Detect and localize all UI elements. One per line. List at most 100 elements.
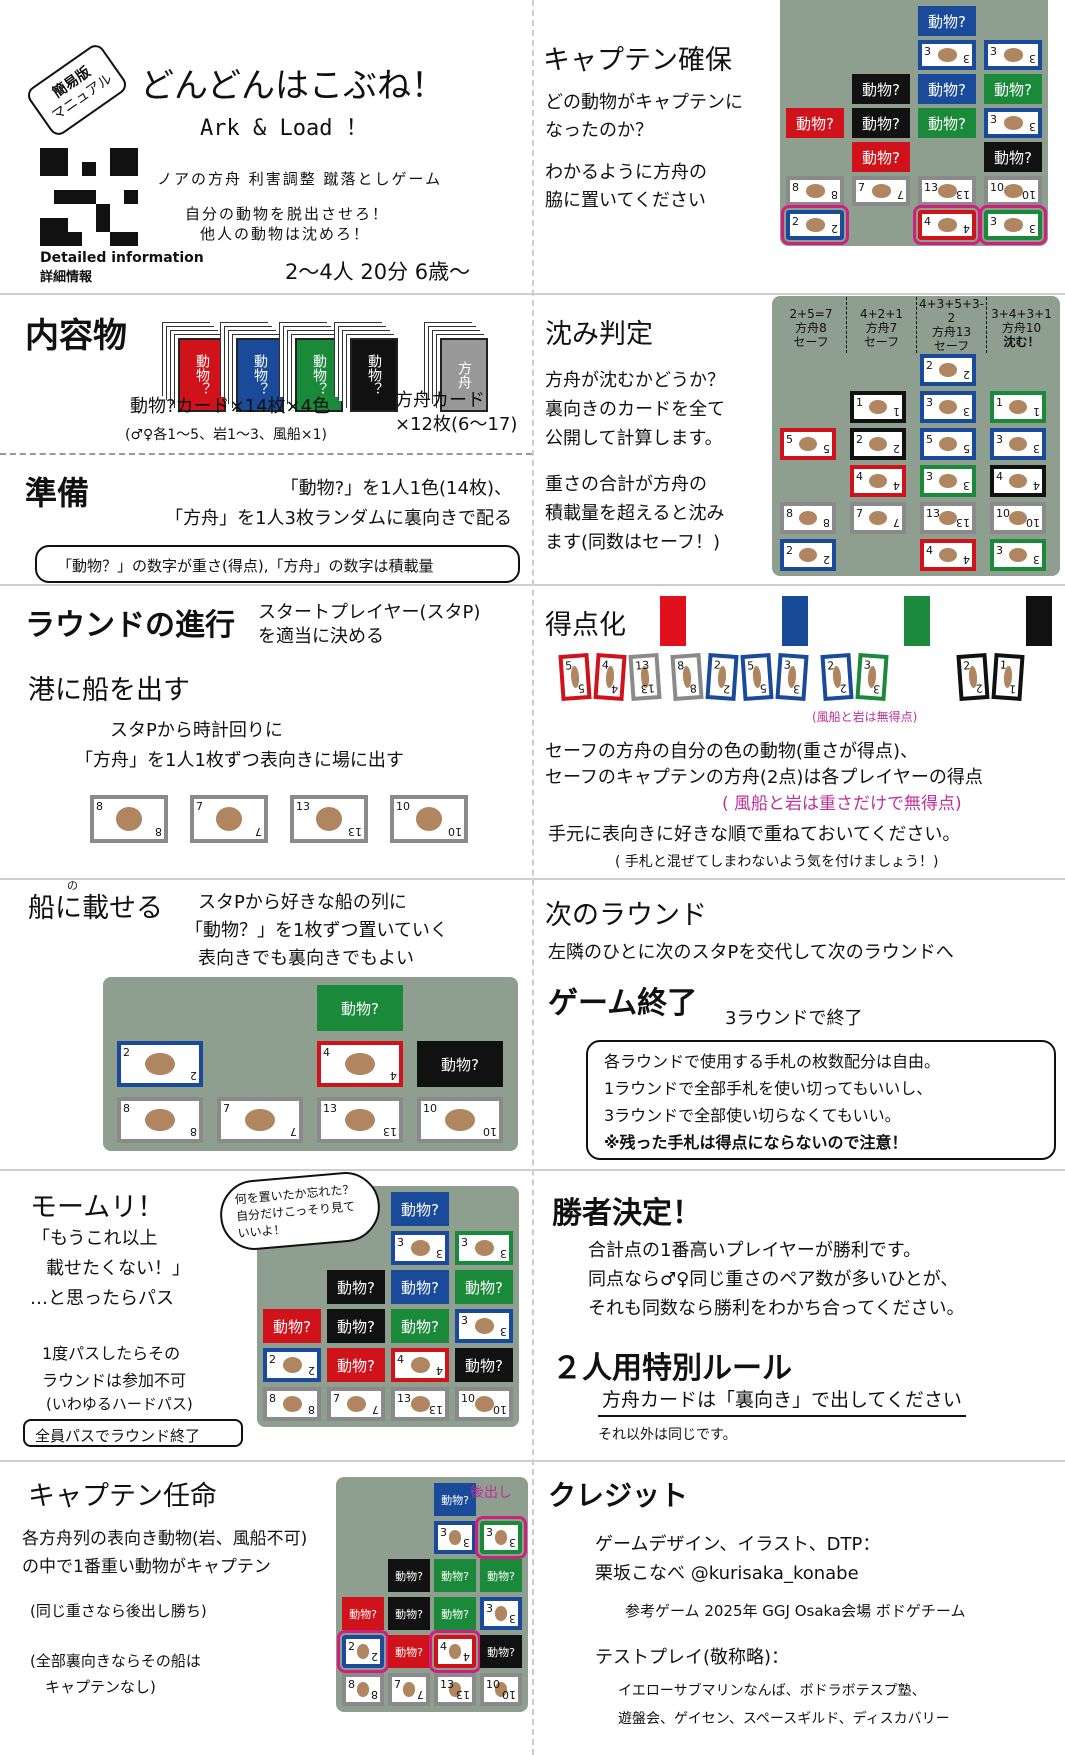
player-pawn <box>1026 596 1052 646</box>
card-number: 10 <box>423 1102 437 1115</box>
card-number: 3 <box>1029 222 1036 235</box>
empty-slot <box>786 74 844 104</box>
card-number: 10 <box>461 1392 475 1405</box>
ark-card: 10 10 <box>417 1097 503 1143</box>
appoint-note: (同じ重さなら後出し勝ち) <box>30 1602 207 1620</box>
animal-illustration <box>474 1396 494 1412</box>
face-down-animal-card: 動物? <box>918 6 976 36</box>
card-number: 8 <box>676 659 685 673</box>
animal-illustration <box>410 1396 430 1412</box>
face-down-animal-card: 動物? <box>327 1348 385 1382</box>
card-number: 3 <box>500 1325 507 1338</box>
card-number: 2 <box>190 1069 197 1082</box>
card-number: 13 <box>348 825 362 838</box>
face-down-animal-card: 動物? <box>434 1483 476 1516</box>
card-number: 3 <box>509 1612 516 1625</box>
animal-illustration <box>1003 184 1023 198</box>
section-heading: 勝者決定！ <box>552 1196 702 1231</box>
face-down-animal-card: 動物? <box>480 1635 522 1668</box>
captain-text: 脇に置いてください <box>545 190 706 211</box>
animal-illustration <box>215 807 243 831</box>
empty-slot <box>786 40 844 70</box>
card-number: 7 <box>223 1102 230 1115</box>
animal-illustration <box>1003 48 1023 62</box>
sink-text: 裏向きのカードを全て <box>545 399 725 420</box>
appoint-note: キャプテンなし) <box>45 1678 156 1696</box>
animal-illustration <box>315 807 343 831</box>
section-heading: モームリ！ <box>30 1192 165 1223</box>
section-heading: クレジット <box>548 1479 689 1512</box>
card-number: 2 <box>308 1364 315 1377</box>
game-end-heading: ゲーム終了 <box>548 986 698 1021</box>
load-text: スタPから好きな船の列に <box>198 892 407 913</box>
card-number: 8 <box>155 825 162 838</box>
card-number: 3 <box>783 658 792 672</box>
animal-illustration <box>868 436 888 452</box>
face-down-animal-card: 動物? <box>417 1041 503 1087</box>
ark-caption: 方舟カード <box>395 390 485 411</box>
card-number: 3 <box>792 682 801 696</box>
ruby: の <box>67 879 78 892</box>
animal-illustration <box>145 1052 175 1076</box>
animal-deck-blue: 動物？ <box>236 338 284 412</box>
label-line: 方舟13 <box>931 325 972 339</box>
box-text: 3ラウンドで全部使い切らなくてもいい。 <box>604 1106 901 1125</box>
animal-illustration <box>494 1530 508 1545</box>
load-text: 「動物？」を1枚ずつ置いていく <box>185 920 448 941</box>
face-down-animal-card: 動物? <box>984 74 1042 104</box>
face-down-animal-card: 動物? <box>342 1597 384 1630</box>
animal-illustration <box>415 807 443 831</box>
animal-illustration <box>1008 547 1028 563</box>
face-down-animal-card: 動物? <box>391 1270 449 1304</box>
animal-illustration <box>798 436 818 452</box>
card-number: 10 <box>483 1125 497 1138</box>
animal-deck-black: 動物？ <box>350 338 398 412</box>
card-number: 3 <box>461 1236 468 1249</box>
setup-note: 「動物？」の数字が重さ(得点),「方舟」の数字は積載量 <box>57 557 434 575</box>
animal-illustration <box>868 399 888 415</box>
face-down-animal-card: 動物? <box>317 985 403 1031</box>
label-line: 沈む！ <box>1003 335 1040 349</box>
card-number: 10 <box>396 800 410 813</box>
card-number: 3 <box>1033 442 1040 455</box>
card-number: 8 <box>689 681 698 695</box>
animal-illustration <box>346 1396 366 1412</box>
card-number: 7 <box>333 1392 340 1405</box>
card-number: 3 <box>440 1526 447 1539</box>
animal-illustration <box>282 1357 302 1373</box>
animal-illustration <box>410 1240 430 1256</box>
card-number: 2 <box>722 682 731 696</box>
sink-text: 公開して計算します。 <box>545 428 723 449</box>
pass-rule: (いわゆるハードパス) <box>46 1395 193 1413</box>
card-number: 7 <box>196 800 203 813</box>
card-number: 13 <box>456 1688 470 1701</box>
divider <box>0 293 1065 295</box>
deck-label: 動物？ <box>366 354 382 396</box>
empty-slot <box>852 210 910 240</box>
card-number: 2 <box>926 359 933 372</box>
card-number: 13 <box>440 1678 454 1691</box>
appoint-text: 各方舟列の表向き動物(岩、風船不可) <box>22 1529 308 1549</box>
empty-slot <box>417 985 503 1031</box>
qr-code[interactable] <box>40 148 138 246</box>
testplay-list: 遊盤会、ゲイセン、スペースギルド、ディスカバリー <box>618 1711 950 1727</box>
card-number: 10 <box>996 507 1010 520</box>
card-number: 8 <box>269 1392 276 1405</box>
